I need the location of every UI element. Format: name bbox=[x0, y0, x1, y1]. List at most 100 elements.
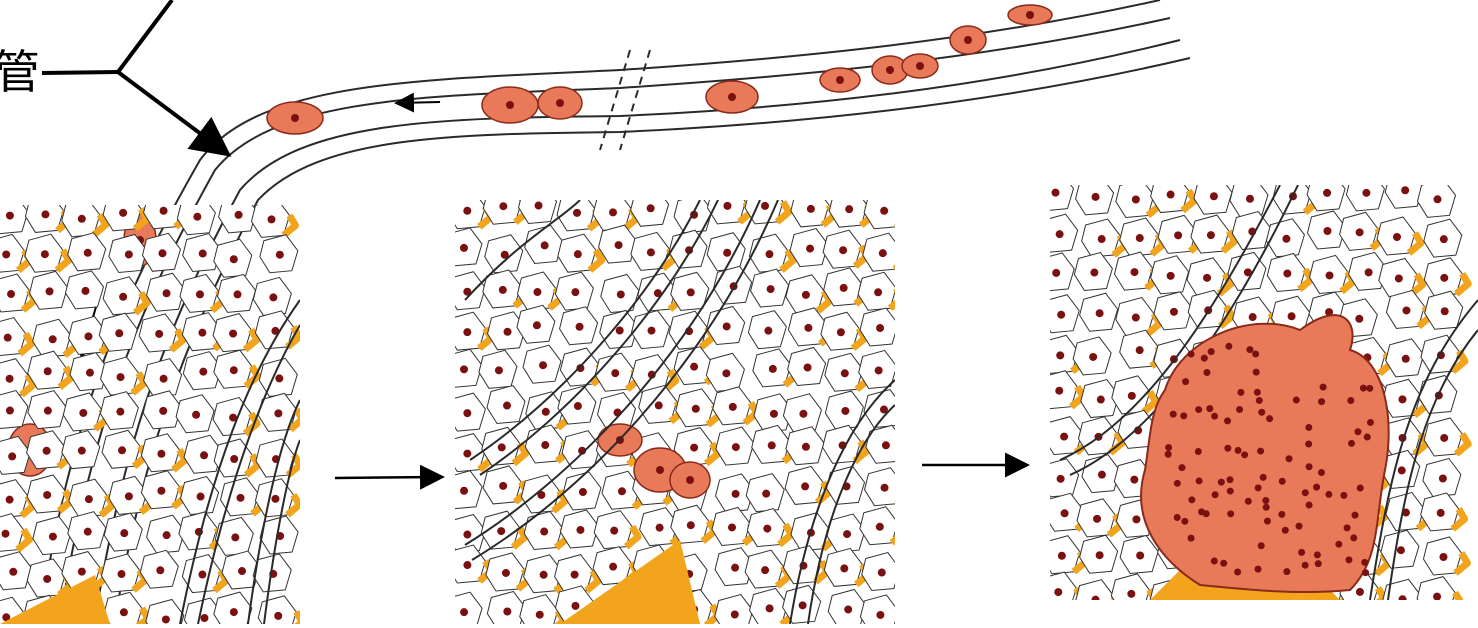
tumor-nucleus bbox=[1258, 409, 1265, 416]
epithelial-cell bbox=[521, 475, 565, 513]
epithelial-cell bbox=[558, 386, 596, 424]
tumor-nucleus bbox=[1182, 378, 1189, 385]
epithelial-cell bbox=[1340, 212, 1384, 250]
tumor-nucleus bbox=[1246, 346, 1253, 353]
epithelial-cell bbox=[1191, 215, 1235, 253]
tumor-nucleus bbox=[1279, 478, 1286, 485]
tumor-nucleus bbox=[1367, 419, 1374, 426]
tumor-nucleus bbox=[1227, 476, 1234, 483]
tumor-nucleus bbox=[1188, 535, 1195, 542]
epithelial-cell bbox=[253, 277, 291, 315]
tumor-nucleus bbox=[1256, 397, 1263, 404]
epithelial-cell bbox=[1386, 339, 1424, 377]
epithelial-cell bbox=[104, 592, 148, 624]
epithelial-cell bbox=[213, 398, 257, 436]
epithelial-cell bbox=[260, 235, 298, 273]
epithelial-cell bbox=[714, 266, 752, 304]
epithelial-cell bbox=[828, 589, 866, 624]
epithelial-cell bbox=[593, 192, 637, 230]
tumor-nucleus bbox=[1245, 498, 1252, 505]
tumor-nucleus bbox=[1347, 397, 1354, 404]
epithelial-cell bbox=[1041, 295, 1079, 333]
epithelial-cell bbox=[860, 595, 898, 624]
epithelial-cell bbox=[487, 592, 525, 624]
tumor-nucleus bbox=[1325, 491, 1332, 498]
tumor-nucleus bbox=[1318, 469, 1325, 476]
label-pointer bbox=[42, 0, 225, 152]
epithelial-cell bbox=[1082, 219, 1126, 257]
epithelial-cell bbox=[525, 225, 563, 263]
epithelial-cell bbox=[444, 471, 482, 509]
epithelial-cell bbox=[181, 477, 219, 515]
epithelial-cell bbox=[102, 554, 146, 592]
epithelial-cell bbox=[1421, 335, 1465, 373]
tumor-nucleus bbox=[1225, 343, 1232, 350]
tumor-nucleus bbox=[1170, 411, 1177, 418]
tumor-cell bbox=[902, 54, 938, 78]
epithelial-cell bbox=[746, 474, 784, 512]
epithelial-cell bbox=[1424, 418, 1468, 456]
epithelial-cell bbox=[639, 385, 683, 423]
epithelial-cell bbox=[1424, 219, 1462, 257]
tumor-cell bbox=[950, 26, 986, 54]
epithelial-cell bbox=[1076, 177, 1114, 215]
epithelial-cell bbox=[517, 272, 561, 310]
epithelial-cell bbox=[631, 311, 669, 349]
tumor-nucleus bbox=[1302, 562, 1309, 569]
transition-arrow-icon bbox=[335, 477, 440, 478]
tumor-nucleus bbox=[1254, 389, 1261, 396]
epithelial-cell bbox=[560, 307, 598, 345]
tumor-nucleus bbox=[1203, 510, 1210, 517]
epithelial-cell bbox=[1425, 291, 1463, 329]
epithelial-cell bbox=[487, 386, 525, 424]
tumor-nucleus bbox=[1350, 534, 1357, 541]
epithelial-cell bbox=[0, 196, 28, 234]
tumor-nucleus bbox=[1201, 355, 1208, 362]
epithelial-cell bbox=[214, 439, 258, 477]
tumor-nucleus bbox=[1318, 398, 1325, 405]
epithelial-cell bbox=[783, 394, 821, 432]
epithelial-cell bbox=[62, 199, 106, 237]
epithelial-cell bbox=[486, 553, 530, 591]
tumor-nucleus bbox=[1345, 556, 1352, 563]
panel-intravasation bbox=[0, 191, 302, 624]
tumor-nucleus bbox=[1302, 489, 1309, 496]
epithelial-cell bbox=[479, 350, 517, 388]
tumor-nucleus bbox=[1203, 369, 1210, 376]
epithelial-cell bbox=[255, 479, 299, 517]
epithelial-cell bbox=[823, 230, 867, 268]
epithelial-cell bbox=[25, 234, 69, 272]
tumor-nucleus bbox=[1196, 477, 1203, 484]
epithelial-cell bbox=[213, 314, 257, 352]
epithelial-cell bbox=[103, 277, 147, 315]
epithelial-cell bbox=[66, 271, 104, 309]
tumor-nucleus bbox=[1252, 351, 1259, 358]
epithelial-cell bbox=[1151, 256, 1189, 294]
epithelial-cell bbox=[1080, 293, 1118, 331]
tumor-nucleus bbox=[1211, 413, 1218, 420]
epithelial-cell bbox=[1187, 258, 1231, 296]
epithelial-cell bbox=[143, 391, 181, 429]
epithelial-cell bbox=[523, 345, 561, 383]
epithelial-cell bbox=[0, 318, 32, 356]
tumor-nucleus bbox=[1340, 492, 1347, 499]
epithelial-cell bbox=[447, 393, 485, 431]
tumor-nucleus bbox=[1181, 518, 1188, 525]
tumor-nucleus bbox=[1255, 484, 1262, 491]
epithelial-cell bbox=[558, 234, 602, 272]
epithelial-cell bbox=[447, 312, 491, 350]
tumor-nucleus bbox=[1362, 569, 1369, 576]
epithelial-cell bbox=[1385, 170, 1423, 208]
tumor-cell bbox=[820, 68, 860, 92]
epithelial-cell bbox=[1346, 173, 1384, 211]
tumor-nucleus bbox=[1174, 480, 1181, 487]
tumor-nucleus bbox=[1320, 384, 1327, 391]
tumor-cell bbox=[482, 87, 538, 123]
tumor-nucleus bbox=[1282, 527, 1289, 534]
tumor-nucleus bbox=[1227, 488, 1234, 495]
tumor-nucleus bbox=[1224, 445, 1231, 452]
epithelial-cell bbox=[594, 511, 638, 549]
epithelial-cell bbox=[748, 311, 786, 349]
tumor-nucleus bbox=[1211, 558, 1218, 565]
